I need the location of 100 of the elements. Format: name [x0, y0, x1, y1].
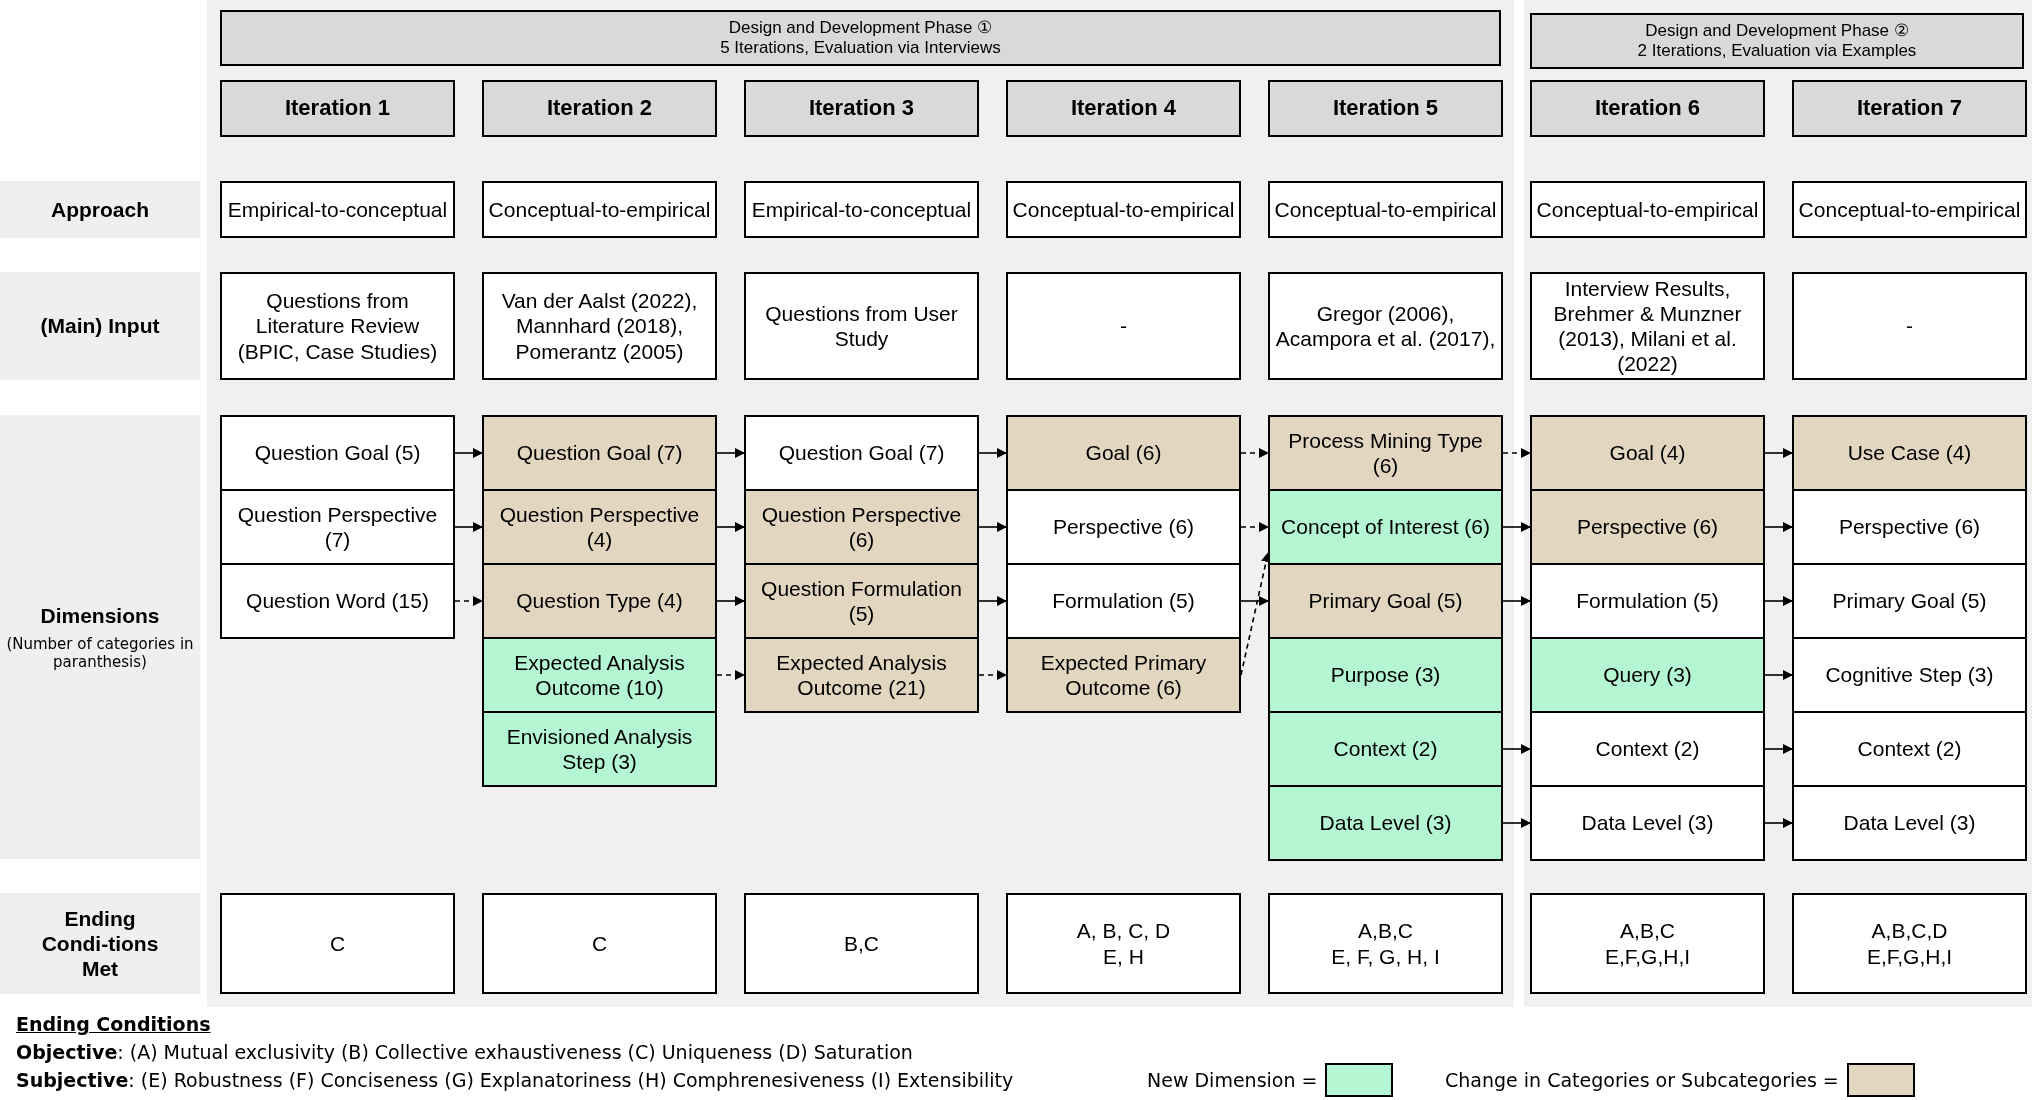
arrow	[1764, 670, 1793, 680]
dimension-box	[1792, 785, 2027, 861]
table-cell	[744, 893, 979, 994]
dimension-label: Question Perspective (7)	[236, 501, 439, 553]
dimension-box	[1792, 637, 2027, 713]
arrow	[454, 522, 483, 532]
cell-text: -	[1906, 313, 1913, 339]
cell-text: C	[591, 930, 608, 957]
dimension-label: Question Perspective (6)	[760, 501, 963, 553]
arrow	[1764, 596, 1793, 606]
arrow	[978, 670, 1007, 680]
table-cell	[1006, 272, 1241, 380]
table-cell	[482, 272, 717, 380]
cell-text: Conceptual-to-empirical	[1012, 196, 1235, 223]
dimension-label: Use Case (4)	[1847, 440, 1972, 466]
dimension-label: Formulation (5)	[1576, 588, 1719, 614]
dimension-box	[220, 415, 455, 491]
cell-text: A,B,C	[1358, 918, 1413, 944]
dimension-box	[744, 637, 979, 713]
table-cell	[1792, 181, 2027, 238]
legend-text: Objective: (A) Mutual exclusivity (B) Collective exhaustiveness (C) Uniqueness (D) Saturation	[16, 1041, 913, 1063]
dimension-label: Question Goal (5)	[254, 440, 421, 466]
dimension-label: Goal (4)	[1609, 440, 1686, 466]
dimension-box	[1530, 711, 1765, 787]
iteration-title: Iteration 1	[284, 95, 391, 122]
dimension-label: Question Goal (7)	[778, 440, 945, 466]
iteration-header	[744, 80, 979, 137]
dimension-label: Data Level (3)	[1319, 810, 1452, 836]
dimension-label: Primary Goal (5)	[1308, 588, 1463, 614]
dimension-box	[1006, 415, 1241, 491]
dimension-label: Question Word (15)	[246, 588, 429, 614]
cell-text: C	[329, 930, 346, 957]
dimension-label: Formulation (5)	[1052, 588, 1195, 614]
dimension-label: Expected Analysis Outcome (10)	[513, 649, 686, 701]
iteration-header	[1006, 80, 1241, 137]
cell-text: E,F,G,H,I	[1866, 943, 1953, 969]
dimension-box	[1530, 415, 1765, 491]
dimension-box	[1792, 563, 2027, 639]
dimension-box	[1006, 637, 1241, 713]
row-title: Approach	[51, 196, 149, 223]
legend-text: Subjective: (E) Robustness (F) Conciseness (G) Explanatoriness (H) Comphrenesiveness (I) Extensibility	[16, 1069, 1014, 1091]
arrow	[1240, 552, 1271, 676]
phase-header	[220, 10, 1501, 66]
iteration-header	[1530, 80, 1765, 137]
legend-label: New Dimension =	[1147, 1069, 1318, 1091]
dimension-box	[1792, 711, 2027, 787]
dimension-box	[1268, 711, 1503, 787]
dimension-box	[744, 563, 979, 639]
cell-text: Questions from User Study	[764, 300, 959, 352]
dimension-box	[1268, 785, 1503, 861]
dimension-label: Envisioned Analysis Step (3)	[505, 723, 694, 775]
dimension-label: Question Type (4)	[516, 588, 683, 614]
dimension-label: Goal (6)	[1085, 440, 1162, 466]
table-cell	[220, 272, 455, 380]
cell-text: E, H	[1103, 943, 1144, 969]
arrow	[978, 522, 1007, 532]
table-cell	[482, 893, 717, 994]
arrow	[1502, 744, 1531, 754]
dimension-box	[482, 563, 717, 639]
table-cell	[1006, 181, 1241, 238]
dimension-box	[744, 489, 979, 565]
table-cell	[1268, 181, 1503, 238]
dimension-label: Primary Goal (5)	[1832, 588, 1987, 614]
table-cell	[220, 893, 455, 994]
cell-text: A,B,C	[1620, 918, 1675, 944]
iteration-header	[1268, 80, 1503, 137]
dimension-label: Perspective (6)	[1838, 514, 1981, 540]
dimension-label: Expected Analysis Outcome (21)	[775, 649, 948, 701]
dimension-label: Perspective (6)	[1576, 514, 1719, 540]
iteration-title: Iteration 7	[1856, 95, 1963, 122]
cell-text: Empirical-to-conceptual	[227, 196, 448, 223]
iteration-title: Iteration 3	[808, 95, 915, 122]
arrow	[1240, 596, 1269, 606]
dimension-box	[1530, 785, 1765, 861]
cell-text: Conceptual-to-empirical	[1798, 196, 2021, 223]
row-title-note: (Number of categories in paranthesis)	[5, 634, 195, 671]
dimension-box	[220, 563, 455, 639]
table-cell	[744, 272, 979, 380]
table-cell	[744, 181, 979, 238]
dimension-box	[220, 489, 455, 565]
cell-text: E, F, G, H, I	[1331, 943, 1440, 969]
dimension-box	[1268, 415, 1503, 491]
row-title: (Main) Input	[40, 313, 160, 339]
arrow	[716, 522, 745, 532]
cell-text: A,B,C,D	[1871, 918, 1948, 944]
arrow	[1240, 522, 1269, 532]
arrow	[1502, 818, 1531, 828]
arrow	[978, 596, 1007, 606]
dimension-box	[1792, 415, 2027, 491]
dimension-box	[482, 489, 717, 565]
cell-text: Conceptual-to-empirical	[488, 196, 711, 223]
table-cell	[1792, 272, 2027, 380]
legend-heading: Ending Conditions	[16, 1013, 211, 1035]
row-title: Ending Condi-tions Met	[40, 905, 160, 982]
phase-header	[1530, 13, 2024, 69]
phase-title: Design and Development Phase ①	[728, 17, 993, 38]
cell-text: A, B, C, D	[1076, 918, 1171, 944]
arrow	[1502, 596, 1531, 606]
iteration-header	[482, 80, 717, 137]
table-cell	[482, 181, 717, 238]
